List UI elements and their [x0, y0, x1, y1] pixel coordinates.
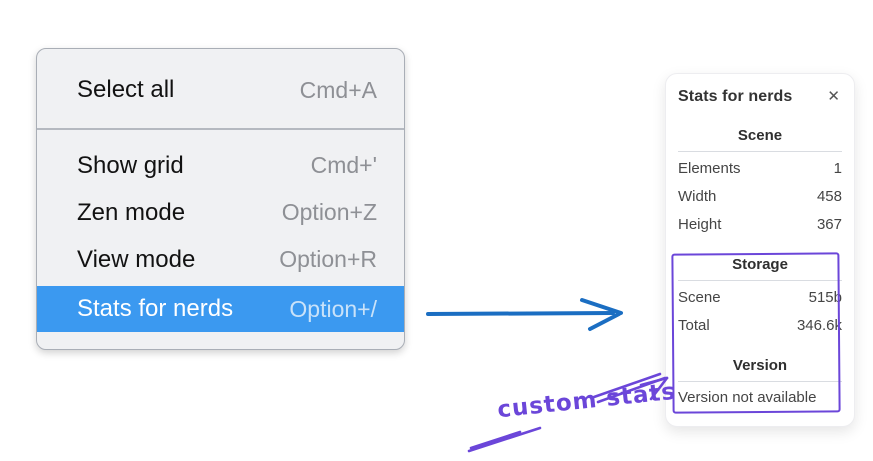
stat-value: 515b [808, 289, 842, 306]
stat-value: 367 [816, 216, 842, 233]
section-divider [678, 381, 842, 382]
stat-row-total-size: Total 346.6k [678, 312, 842, 340]
stats-panel-title: Stats for nerds [678, 87, 793, 105]
stat-label: Height [678, 216, 722, 233]
stat-label: Total [678, 317, 710, 334]
menu-item-view-mode[interactable]: View mode Option+R [37, 236, 404, 283]
version-note: Version not available [678, 389, 817, 406]
section-header: Scene [737, 127, 783, 144]
stat-label: Scene [678, 289, 721, 306]
menu-item-shortcut: Cmd+A [299, 76, 377, 103]
menu-item-stats-for-nerds[interactable]: Stats for nerds Option+/ [37, 286, 404, 332]
menu-item-select-all[interactable]: Select all Cmd+A [37, 65, 404, 115]
menu-item-shortcut: Option+R [279, 246, 377, 272]
stats-section-scene: Scene Elements 1 Width 458 Height 367 [678, 127, 842, 239]
menu-item-shortcut: Option+/ [289, 295, 377, 322]
menu-item-label: Select all [77, 76, 175, 103]
menu-item-zen-mode[interactable]: Zen mode Option+Z [37, 189, 404, 236]
stats-section-version: Version Version not available [678, 357, 842, 411]
section-divider [678, 151, 842, 152]
stats-panel: Stats for nerds ✕ Scene Elements 1 Width… [665, 73, 855, 427]
menu-item-label: Show grid [77, 151, 184, 179]
stat-value: 346.6k [796, 317, 842, 334]
stats-section-storage: Storage Scene 515b Total 346.6k [678, 256, 842, 340]
stat-value: 1 [833, 160, 842, 177]
section-header: Storage [732, 256, 788, 273]
stat-row-elements: Elements 1 [678, 155, 842, 183]
section-divider [678, 280, 842, 281]
menu-item-shortcut: Option+Z [281, 199, 377, 225]
menu-item-show-grid[interactable]: Show grid Cmd+' [37, 142, 404, 189]
stat-row-height: Height 367 [678, 211, 842, 239]
stat-row-scene-size: Scene 515b [678, 284, 842, 312]
context-menu: Select all Cmd+A Show grid Cmd+' Zen mod… [36, 48, 405, 350]
menu-item-label: Stats for nerds [77, 295, 234, 322]
stats-panel-header: Stats for nerds ✕ [678, 87, 842, 106]
annotation-label: custom stats [496, 378, 678, 424]
menu-item-label: Zen mode [77, 198, 186, 226]
section-header: Version [732, 357, 788, 374]
menu-item-shortcut: Cmd+' [310, 152, 377, 178]
stat-value: 458 [816, 188, 842, 205]
stat-row-width: Width 458 [678, 183, 842, 211]
stat-label: Elements [678, 160, 741, 177]
close-icon[interactable]: ✕ [827, 88, 840, 105]
menu-divider [37, 128, 404, 130]
stat-label: Width [678, 188, 717, 205]
menu-item-label: View mode [77, 245, 196, 273]
blue-arrow-icon [426, 298, 623, 331]
